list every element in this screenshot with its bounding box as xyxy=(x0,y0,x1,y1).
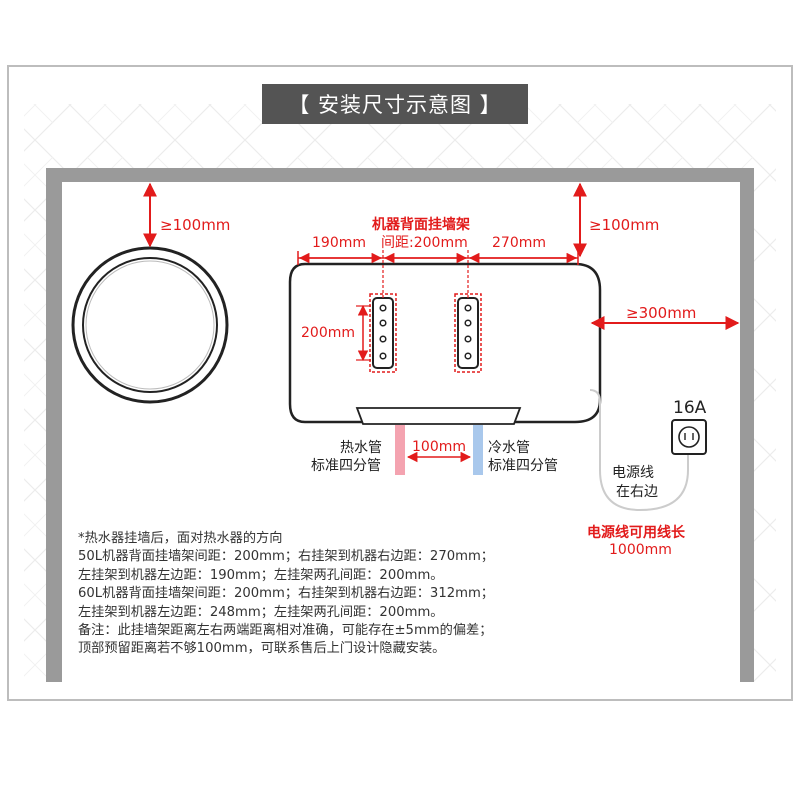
hot-pipe-label: 热水管 xyxy=(340,440,382,456)
note-line: 左挂架到机器左边距：190mm；左挂架两孔间距：200mm。 xyxy=(78,567,444,583)
installation-notes: *热水器挂墙后，面对热水器的方向 50L机器背面挂墙架间距：200mm；右挂架到… xyxy=(78,530,494,659)
note-line: 备注：此挂墙架距离左右两端距离相对准确，可能存在±5mm的偏差； xyxy=(78,622,493,638)
power-cord-side-label: 在右边 xyxy=(616,484,658,500)
pipe-spacing-label: 100mm xyxy=(412,439,466,455)
top-right-clearance-label: ≥100mm xyxy=(589,216,660,234)
cold-water-pipe xyxy=(473,425,483,475)
note-line: 60L机器背面挂墙架间距：200mm；右挂架到机器右边距：312mm； xyxy=(78,586,494,602)
heater-side-inner xyxy=(82,257,218,393)
socket-rating-label: 16A xyxy=(673,398,707,418)
right-clearance-label: ≥300mm xyxy=(626,304,697,322)
note-line: 左挂架到机器左边距：248mm；左挂架两孔间距：200mm。 xyxy=(78,604,444,620)
cord-length-value: 1000mm xyxy=(609,542,672,558)
heater-bottom-panel xyxy=(355,407,522,425)
hot-pipe-spec-label: 标准四分管 xyxy=(311,458,381,474)
cold-pipe-spec-label: 标准四分管 xyxy=(488,458,558,474)
note-line: *热水器挂墙后，面对热水器的方向 xyxy=(78,531,283,546)
page-title: 【 安装尺寸示意图 】 xyxy=(262,84,528,124)
bracket-heading-label: 机器背面挂墙架 xyxy=(372,217,470,233)
cold-pipe-label: 冷水管 xyxy=(488,440,530,456)
bracket-spacing-label: 间距:200mm xyxy=(381,235,468,251)
note-line: 顶部预留距离若不够100mm，可联系售后上门设计隐藏安装。 xyxy=(78,641,446,657)
right-bracket xyxy=(454,293,482,373)
power-cord-label: 电源线 xyxy=(612,465,654,481)
left-offset-label: 190mm xyxy=(312,235,366,251)
left-bracket xyxy=(369,293,397,373)
right-offset-label: 270mm xyxy=(492,235,546,251)
water-heater-body xyxy=(288,262,602,424)
hot-water-pipe xyxy=(395,425,405,475)
hole-spacing-label: 200mm xyxy=(301,325,355,341)
power-cord xyxy=(589,389,689,512)
cord-length-label: 电源线可用线长 xyxy=(587,525,685,541)
note-line: 50L机器背面挂墙架间距：200mm；右挂架到机器右边距：270mm； xyxy=(78,549,494,565)
top-left-clearance-label: ≥100mm xyxy=(160,216,231,234)
